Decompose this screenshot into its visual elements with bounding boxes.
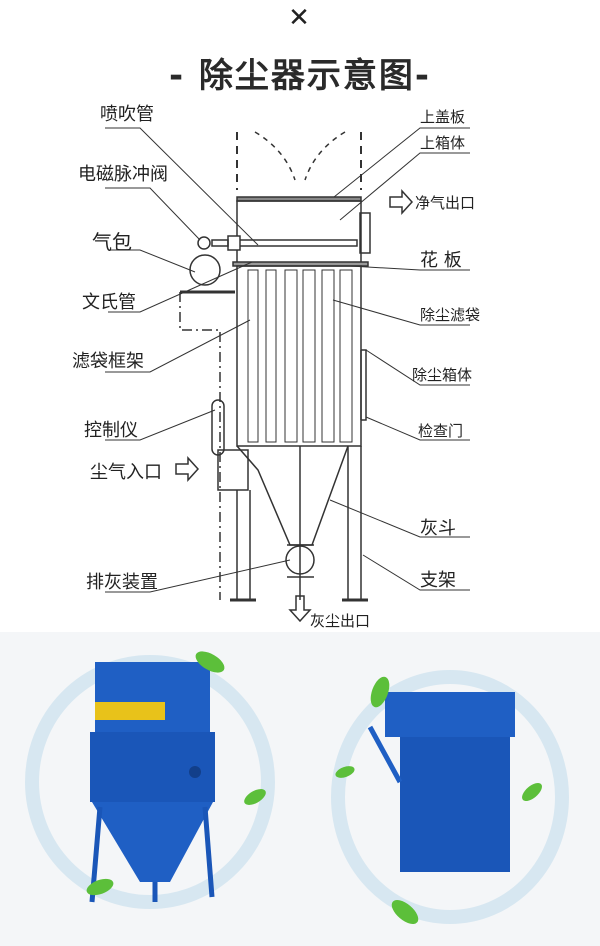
product-photos [0,632,600,946]
label-clean-outlet: 净气出口 [415,194,476,212]
dust-collector-photo-left [25,651,275,909]
label-controller: 控制仪 [84,420,138,441]
close-button[interactable]: ✕ [285,4,313,32]
label-venturi: 文氏管 [82,292,136,313]
label-bag-cage: 滤袋框架 [72,351,144,372]
label-flower-plate: 花 板 [420,250,462,271]
close-icon: ✕ [288,3,310,33]
page-title: - 除尘器示意图- [168,56,432,96]
label-dust-inlet: 尘气入口 [90,462,162,483]
label-ash-discharge: 排灰装置 [86,572,158,593]
dust-collector-photo-right [331,670,569,924]
dust-collector-diagram [105,127,470,623]
label-filter-bag: 除尘滤袋 [420,306,481,324]
label-air-bag: 气包 [92,230,132,254]
label-dust-outlet: 灰尘出口 [310,612,371,630]
label-collector-box: 除尘箱体 [412,366,473,384]
label-pulse-valve: 电磁脉冲阀 [78,164,168,185]
label-blow-pipe: 喷吹管 [100,104,154,125]
product-photo-illustration [25,651,569,924]
label-upper-box: 上箱体 [420,134,466,152]
label-top-cover: 上盖板 [420,108,466,126]
label-support: 支架 [420,570,456,591]
label-inspection-door: 检查门 [418,422,464,440]
label-hopper: 灰斗 [420,518,456,539]
